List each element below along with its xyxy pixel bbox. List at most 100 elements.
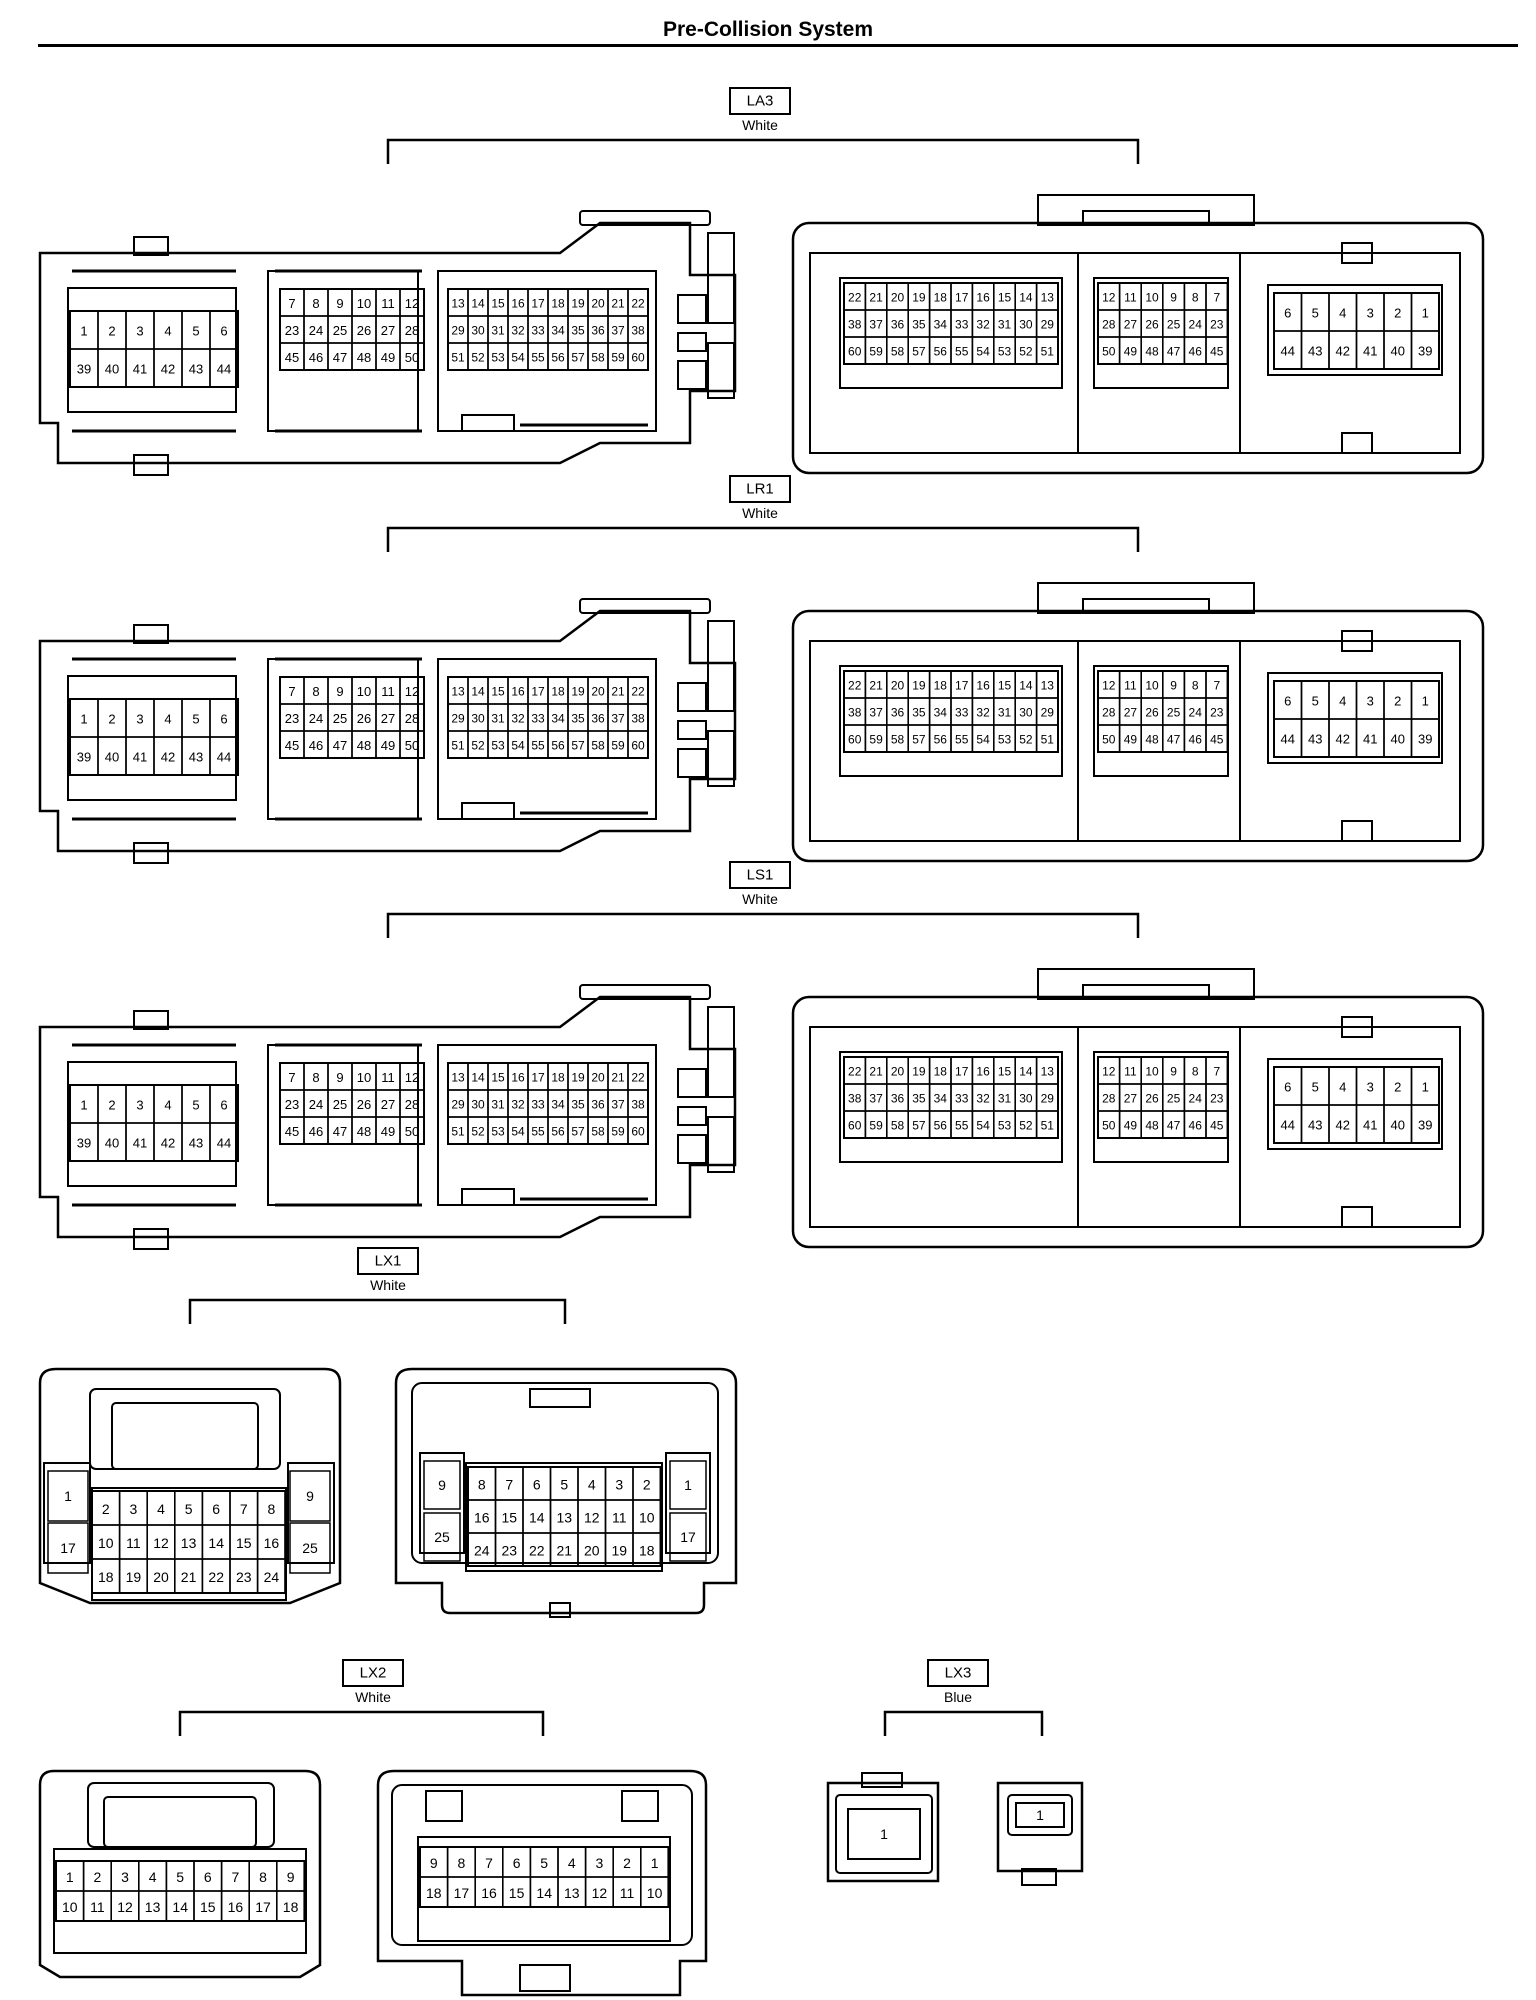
outline	[847, 1808, 921, 1860]
pin-10: 10	[62, 1899, 78, 1915]
pin-59: 59	[869, 733, 883, 747]
pin-56: 56	[551, 739, 565, 753]
pin-45: 45	[1210, 1119, 1224, 1133]
outline	[461, 1188, 515, 1206]
pin-37: 37	[869, 706, 883, 720]
pin-45: 45	[285, 738, 299, 753]
outline	[791, 995, 1485, 1249]
outline	[996, 1781, 1084, 1873]
pin-39: 39	[1418, 344, 1432, 359]
pin-56: 56	[934, 345, 948, 359]
pin-9: 9	[430, 1855, 438, 1871]
pin-1: 1	[651, 1855, 659, 1871]
pin-27: 27	[1124, 706, 1138, 720]
outline	[411, 1382, 719, 1564]
pin-23: 23	[501, 1543, 517, 1559]
outline	[103, 1796, 257, 1848]
pin-19: 19	[912, 1065, 926, 1079]
pin-49: 49	[381, 350, 395, 365]
pin-31: 31	[491, 712, 505, 726]
connector-color: White	[742, 117, 778, 133]
pin-7: 7	[232, 1869, 240, 1885]
pin-16: 16	[976, 1065, 990, 1079]
outline	[843, 670, 1059, 753]
pin-21: 21	[869, 679, 883, 693]
pin-42: 42	[161, 1136, 175, 1151]
outline	[423, 1460, 461, 1510]
pin-5: 5	[560, 1477, 568, 1493]
pin-18: 18	[551, 1071, 565, 1085]
pin-30: 30	[471, 324, 485, 338]
outline	[342, 1659, 404, 1687]
pin-2: 2	[108, 1098, 115, 1113]
pin-22: 22	[848, 1065, 862, 1079]
outline	[729, 861, 791, 889]
pin-11: 11	[620, 1885, 635, 1901]
pin-8: 8	[478, 1477, 486, 1493]
pin-13: 13	[181, 1535, 197, 1551]
outline	[425, 1790, 463, 1822]
pin-27: 27	[381, 323, 395, 338]
outline	[843, 282, 1059, 365]
pin-30: 30	[471, 712, 485, 726]
pin-52: 52	[1019, 1119, 1033, 1133]
pin-38: 38	[631, 712, 645, 726]
pin-18: 18	[551, 297, 565, 311]
pin-59: 59	[869, 345, 883, 359]
pin-56: 56	[551, 351, 565, 365]
pin-4: 4	[149, 1869, 157, 1885]
pin-33: 33	[531, 712, 545, 726]
outline	[279, 1062, 425, 1145]
pin-58: 58	[591, 739, 605, 753]
pin-10: 10	[1145, 679, 1159, 693]
pin-48: 48	[357, 1124, 371, 1139]
pin-43: 43	[1308, 732, 1322, 747]
pin-15: 15	[200, 1899, 216, 1915]
pin-39: 39	[1418, 1118, 1432, 1133]
pin-44: 44	[1281, 732, 1295, 747]
connector-id: LS1	[747, 867, 774, 884]
pin-6: 6	[220, 1098, 227, 1113]
pin-8: 8	[268, 1501, 276, 1517]
pin-2: 2	[1394, 694, 1401, 709]
pin-17: 17	[955, 1065, 969, 1079]
pin-45: 45	[285, 1124, 299, 1139]
outline	[394, 1367, 738, 1615]
pin-4: 4	[164, 712, 171, 727]
pin-40: 40	[1391, 1118, 1405, 1133]
pin-7: 7	[240, 1501, 248, 1517]
pin-23: 23	[1210, 318, 1224, 332]
outline	[447, 288, 649, 371]
pin-58: 58	[891, 345, 905, 359]
pin-35: 35	[571, 1098, 585, 1112]
pin-54: 54	[976, 345, 990, 359]
pin-25: 25	[333, 323, 347, 338]
pin-14: 14	[471, 297, 485, 311]
pin-32: 32	[976, 706, 990, 720]
connector-id: LX3	[945, 1665, 972, 1682]
pin-1: 1	[1422, 306, 1429, 321]
pin-10: 10	[98, 1535, 114, 1551]
outline	[391, 1784, 693, 1946]
pin-10: 10	[639, 1510, 655, 1526]
outline	[927, 1659, 989, 1687]
outline	[47, 1522, 89, 1574]
pin-13: 13	[451, 685, 465, 699]
pin-43: 43	[1308, 344, 1322, 359]
pin-18: 18	[934, 291, 948, 305]
outline	[461, 414, 515, 432]
pin-35: 35	[912, 1092, 926, 1106]
pin-12: 12	[153, 1535, 169, 1551]
pin-15: 15	[998, 1065, 1012, 1079]
pin-48: 48	[357, 738, 371, 753]
pin-46: 46	[309, 350, 323, 365]
outline	[1341, 820, 1373, 842]
pin-30: 30	[1019, 706, 1033, 720]
outline	[357, 1247, 419, 1275]
pin-28: 28	[1102, 318, 1116, 332]
pin-22: 22	[631, 1071, 645, 1085]
pin-6: 6	[212, 1501, 220, 1517]
pin-54: 54	[511, 739, 525, 753]
pin-31: 31	[998, 318, 1012, 332]
